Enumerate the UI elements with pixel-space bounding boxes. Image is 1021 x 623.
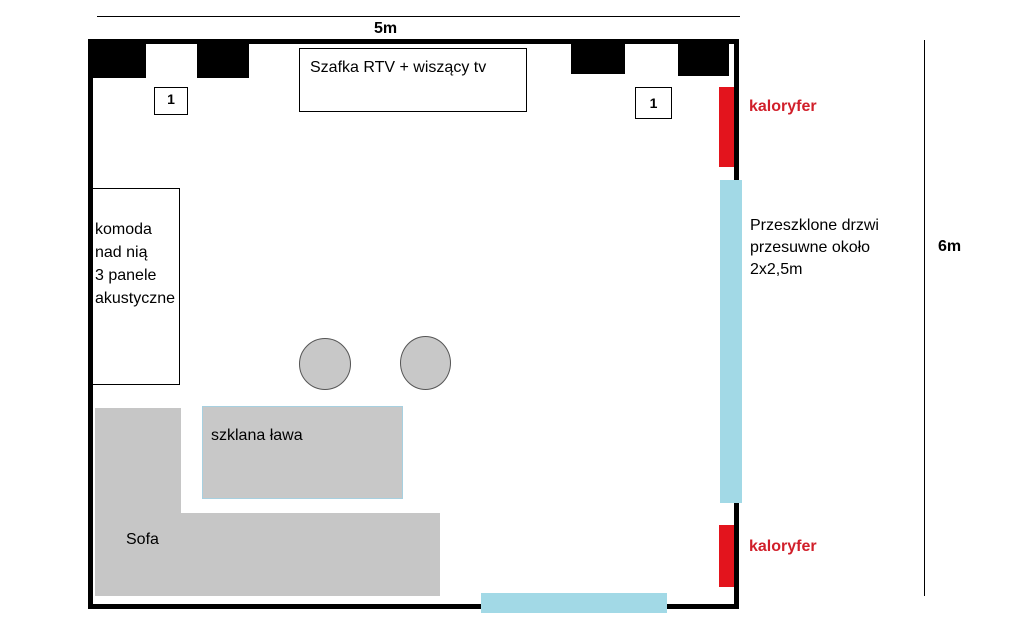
dresser-label-line: akustyczne xyxy=(95,290,176,307)
heater-bottom-label: kaloryfer xyxy=(749,538,817,555)
dresser-label: komoda nad nią 3 panele akustyczne xyxy=(95,218,175,310)
glass-coffee-table-label: szklana ława xyxy=(211,427,303,444)
height-dimension-label: 6m xyxy=(938,238,962,255)
dresser-label-line: komoda xyxy=(95,221,152,238)
heater-top xyxy=(719,87,734,167)
sliding-door-label-line: przesuwne około xyxy=(750,239,871,256)
heater-bottom xyxy=(719,525,734,587)
glass-coffee-table: szklana ława xyxy=(202,406,403,499)
speaker-block-2 xyxy=(197,41,249,78)
pouf-left xyxy=(299,338,351,390)
heater-top-label: kaloryfer xyxy=(749,98,817,115)
speaker-block-1 xyxy=(90,41,146,78)
marker-right: 1 xyxy=(635,87,672,119)
dresser-label-line: 3 panele xyxy=(95,267,157,284)
sliding-door-label: Przeszklone drzwi przesuwne około 2x2,5m xyxy=(750,215,879,281)
rtv-cabinet-label: Szafka RTV + wiszący tv xyxy=(310,59,487,76)
sliding-glass-door xyxy=(720,180,742,503)
sofa-label: Sofa xyxy=(126,531,159,548)
pouf-right xyxy=(400,336,451,390)
dresser-label-line: nad nią xyxy=(95,244,148,261)
height-dimension-line xyxy=(924,40,925,596)
speaker-block-3 xyxy=(571,41,625,74)
sliding-door-label-line: 2x2,5m xyxy=(750,261,803,278)
marker-left: 1 xyxy=(154,87,188,115)
width-dimension-label: 5m xyxy=(374,20,398,37)
dresser: komoda nad nią 3 panele akustyczne xyxy=(92,188,180,385)
speaker-block-4 xyxy=(678,41,729,76)
bottom-window xyxy=(481,593,667,613)
rtv-cabinet: Szafka RTV + wiszący tv xyxy=(299,48,527,112)
sliding-door-label-line: Przeszklone drzwi xyxy=(750,217,879,234)
sofa-seat-section xyxy=(95,513,440,596)
width-dimension-line xyxy=(97,16,740,17)
